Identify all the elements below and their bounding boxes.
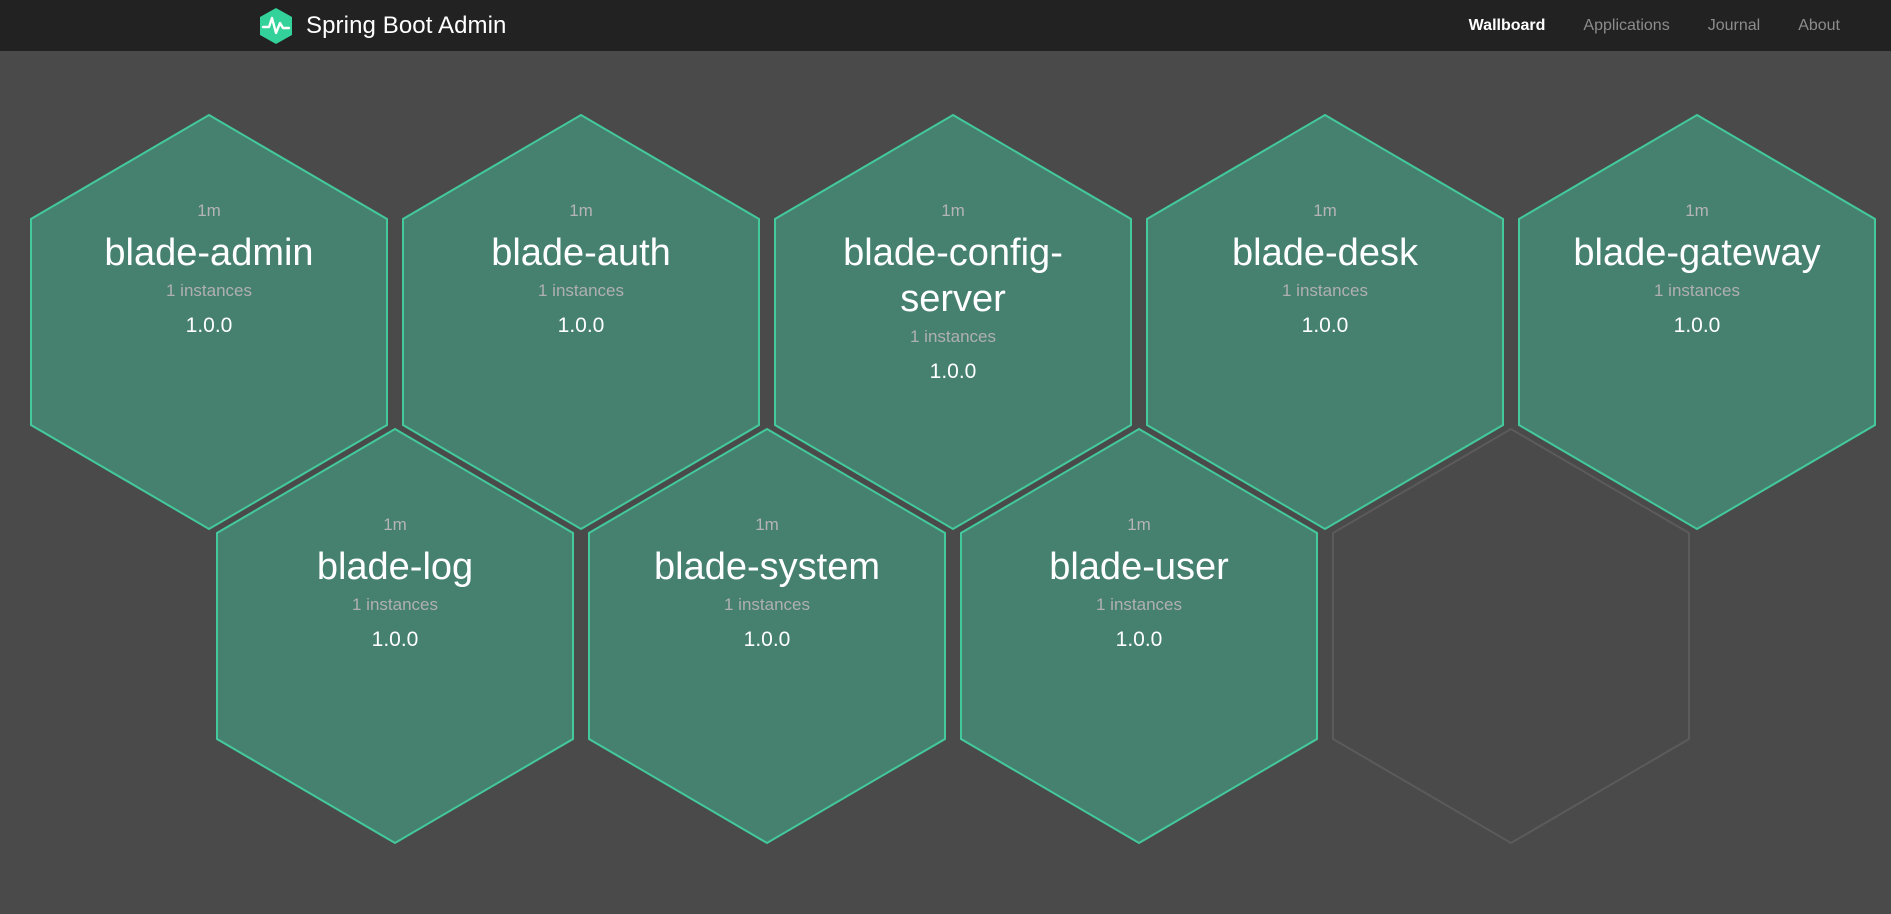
top-navbar: Spring Boot Admin Wallboard Applications J… <box>0 0 1891 51</box>
application-hexagon[interactable]: 1m blade-auth 1 instances 1.0.0 <box>400 113 762 531</box>
application-info: 1m blade-gateway 1 instances 1.0.0 <box>1516 199 1878 340</box>
application-name: blade-config-server <box>843 232 1063 320</box>
application-version: 1.0.0 <box>1115 628 1163 651</box>
application-hexagon[interactable]: 1m blade-admin 1 instances 1.0.0 <box>28 113 390 531</box>
application-instances: 1 instances <box>166 281 252 300</box>
application-instances: 1 instances <box>1282 281 1368 300</box>
application-uptime: 1m <box>755 515 779 534</box>
application-info: 1m blade-auth 1 instances 1.0.0 <box>400 199 762 340</box>
application-info: 1m blade-system 1 instances 1.0.0 <box>586 513 948 654</box>
application-name: blade-auth <box>491 232 671 274</box>
application-uptime: 1m <box>1685 201 1709 220</box>
application-uptime: 1m <box>383 515 407 534</box>
application-instances: 1 instances <box>724 595 810 614</box>
application-uptime: 1m <box>941 201 965 220</box>
empty-hexagon-placeholder <box>1330 427 1692 845</box>
nav-link-wallboard[interactable]: Wallboard <box>1468 17 1546 34</box>
primary-nav: Wallboard Applications Journal About <box>1450 0 1859 51</box>
application-version: 1.0.0 <box>557 314 605 337</box>
application-version: 1.0.0 <box>371 628 419 651</box>
application-uptime: 1m <box>1313 201 1337 220</box>
nav-link-applications[interactable]: Applications <box>1583 17 1670 34</box>
heartbeat-hexagon-icon <box>258 7 294 45</box>
application-hexagon[interactable]: 1m blade-user 1 instances 1.0.0 <box>958 427 1320 845</box>
wallboard-grid: 1m blade-admin 1 instances 1.0.0 1m blade-aut… <box>0 51 1891 914</box>
application-hexagon[interactable]: 1m blade-log 1 instances 1.0.0 <box>214 427 576 845</box>
application-instances: 1 instances <box>910 327 996 346</box>
application-instances: 1 instances <box>538 281 624 300</box>
application-hexagon[interactable]: 1m blade-desk 1 instances 1.0.0 <box>1144 113 1506 531</box>
application-version: 1.0.0 <box>185 314 233 337</box>
brand-link[interactable]: Spring Boot Admin <box>258 0 507 51</box>
application-info: 1m blade-config-server 1 instances 1.0.0 <box>772 199 1134 386</box>
application-hexagon[interactable]: 1m blade-config-server 1 instances 1.0.0 <box>772 113 1134 531</box>
application-uptime: 1m <box>569 201 593 220</box>
application-instances: 1 instances <box>1096 595 1182 614</box>
application-name: blade-gateway <box>1573 232 1821 274</box>
application-name: blade-admin <box>104 232 314 274</box>
application-instances: 1 instances <box>1654 281 1740 300</box>
nav-link-journal[interactable]: Journal <box>1707 17 1761 34</box>
application-version: 1.0.0 <box>929 360 977 383</box>
application-version: 1.0.0 <box>1301 314 1349 337</box>
application-instances: 1 instances <box>352 595 438 614</box>
application-info: 1m blade-log 1 instances 1.0.0 <box>214 513 576 654</box>
application-uptime: 1m <box>197 201 221 220</box>
application-version: 1.0.0 <box>1673 314 1721 337</box>
application-uptime: 1m <box>1127 515 1151 534</box>
nav-link-about[interactable]: About <box>1798 17 1840 34</box>
application-name: blade-system <box>654 546 880 588</box>
application-hexagon[interactable]: 1m blade-system 1 instances 1.0.0 <box>586 427 948 845</box>
application-hexagon[interactable]: 1m blade-gateway 1 instances 1.0.0 <box>1516 113 1878 531</box>
application-version: 1.0.0 <box>743 628 791 651</box>
application-name: blade-log <box>316 546 474 588</box>
application-name: blade-user <box>1049 546 1229 588</box>
application-name: blade-desk <box>1232 232 1418 274</box>
application-info: 1m blade-user 1 instances 1.0.0 <box>958 513 1320 654</box>
application-info: 1m blade-desk 1 instances 1.0.0 <box>1144 199 1506 340</box>
brand-title: Spring Boot Admin <box>306 11 507 39</box>
application-info: 1m blade-admin 1 instances 1.0.0 <box>28 199 390 340</box>
